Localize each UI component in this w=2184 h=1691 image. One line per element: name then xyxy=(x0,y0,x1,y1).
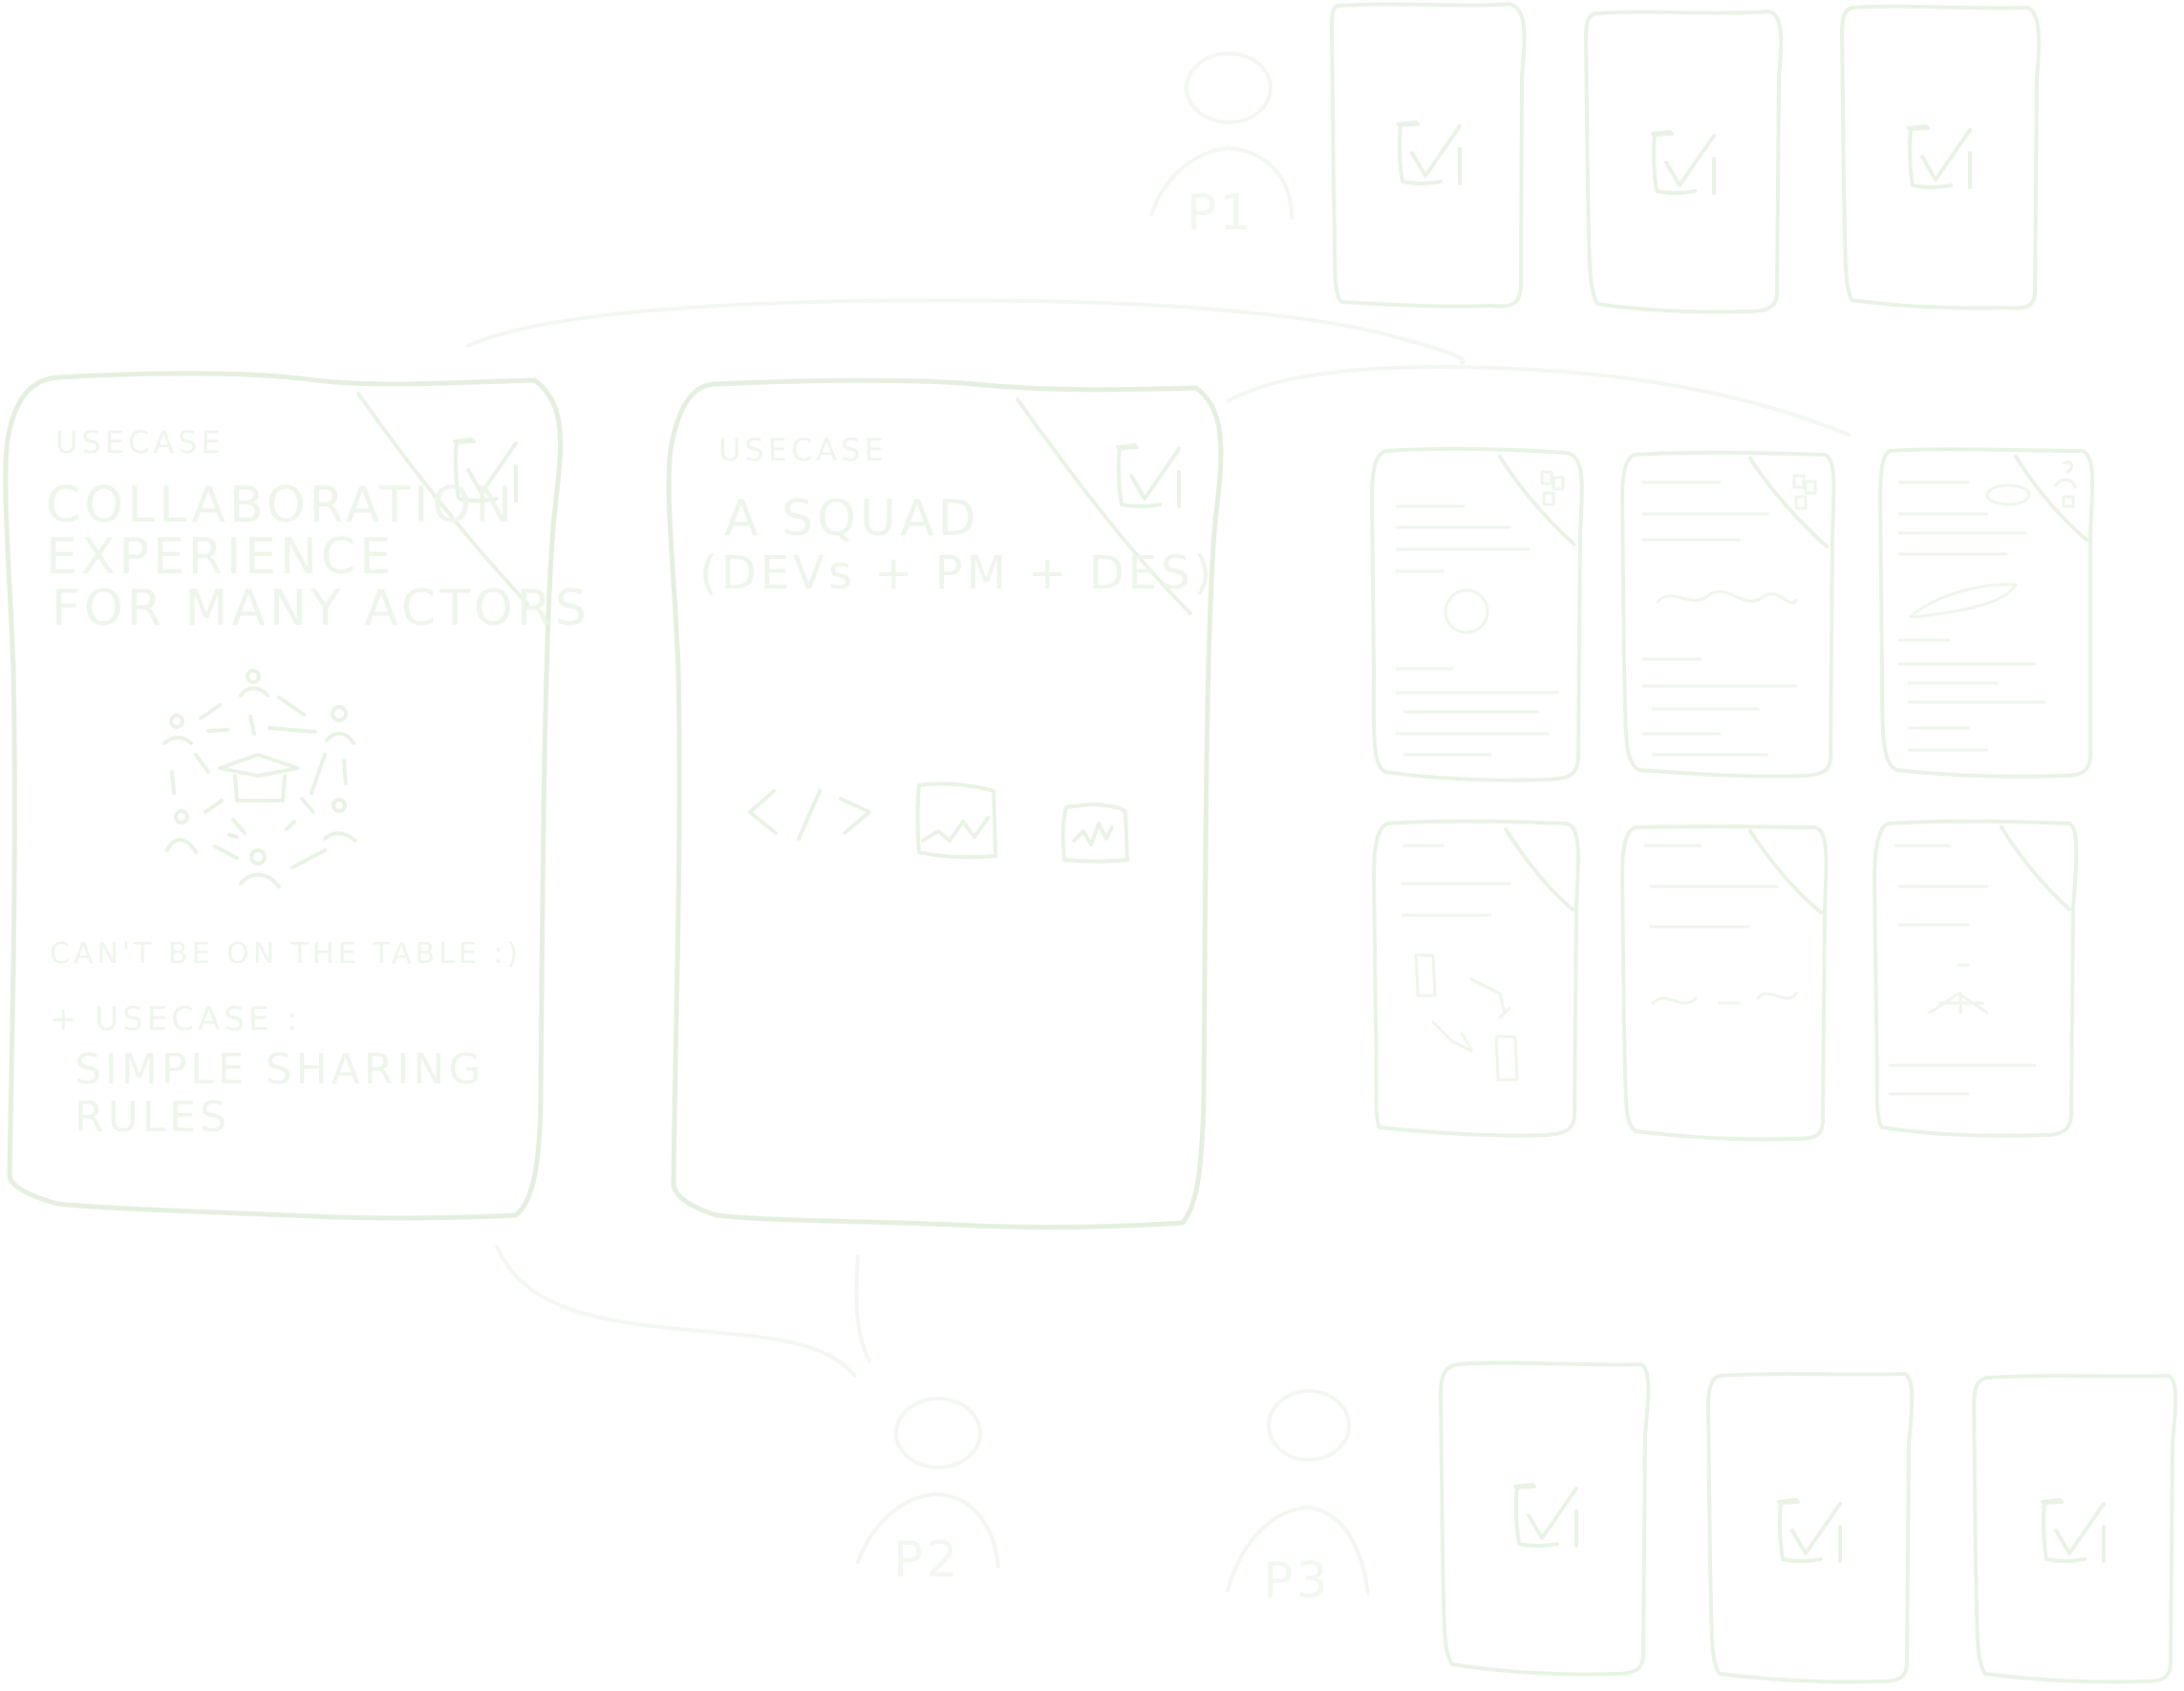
checkbox-icon xyxy=(2041,1498,2106,1563)
chart-icon xyxy=(915,781,997,860)
card-collaboration: USECASE COLLABORATION EXPERIENCE FOR MAN… xyxy=(3,371,590,1221)
card-text-scribble xyxy=(1897,481,2027,556)
card-text-scribble xyxy=(1401,844,1511,917)
card-mini-top-2 xyxy=(1584,10,1784,314)
card-outline xyxy=(1584,10,1784,314)
card-title-line-1: A SQUAD xyxy=(724,490,980,547)
card-detail-2 xyxy=(1620,450,1836,779)
checkbox-icon xyxy=(1116,443,1181,508)
card-title-line-2: (DEVs + PM + DES) xyxy=(699,546,1215,600)
connector-collab-to-p2 xyxy=(495,1245,857,1378)
card-outline xyxy=(1620,450,1836,779)
checkbox-icon xyxy=(1777,1498,1842,1563)
checkbox-icon xyxy=(1397,120,1462,185)
checkbox-icon xyxy=(1513,1483,1578,1548)
card-usecase-label: + USECASE : xyxy=(50,1000,302,1038)
card-scribble xyxy=(1414,953,1437,997)
persona-body xyxy=(1149,146,1294,220)
card-title-line-1: COLLABORATION xyxy=(46,477,516,534)
persona-p3: P3 xyxy=(1226,1389,1370,1610)
persona-p1: P1 xyxy=(1149,52,1294,242)
person-icon xyxy=(2054,460,2077,508)
card-outline xyxy=(1972,1374,2178,1684)
persona-label: P1 xyxy=(1187,184,1253,242)
card-corner-fold xyxy=(1016,397,1192,615)
card-detail-5 xyxy=(1620,824,1829,1142)
card-outline xyxy=(1330,2,1527,309)
card-squad: USECASE A SQUAD (DEVs + PM + DES) xyxy=(666,377,1224,1230)
card-subtitle-line-1: SIMPLE SHARING xyxy=(75,1045,484,1094)
card-outline xyxy=(1873,819,2079,1138)
card-outline xyxy=(3,371,563,1221)
card-scribble xyxy=(1494,1035,1519,1081)
card-eyebrow: USECASE xyxy=(718,432,888,468)
card-title-line-2: EXPERIENCE xyxy=(46,528,395,586)
card-detail-6 xyxy=(1873,819,2079,1138)
card-text-scribble xyxy=(1897,638,2046,752)
card-corner-fold xyxy=(2000,825,2071,911)
card-mini-bottom-3 xyxy=(1972,1374,2178,1684)
persona-body xyxy=(856,1492,1000,1569)
hand-icon xyxy=(1060,803,1129,864)
card-outline xyxy=(1878,447,2095,779)
card-text-scribble xyxy=(1888,1063,2037,1096)
card-corner-fold xyxy=(1504,827,1574,911)
card-outline xyxy=(1840,4,2042,310)
people-network-icon xyxy=(162,669,357,888)
card-outline xyxy=(1370,446,1584,782)
card-detail-4 xyxy=(1372,819,1580,1138)
network-icon xyxy=(1928,963,1989,1015)
arrow-icon xyxy=(1469,977,1511,1019)
card-mini-bottom-2 xyxy=(1706,1372,1915,1684)
card-outline xyxy=(1372,819,1580,1138)
persona-head xyxy=(1185,52,1273,124)
code-icon xyxy=(748,789,871,841)
card-mini-bottom-1 xyxy=(1439,1360,1651,1677)
card-title-line-3: FOR MANY ACTORS xyxy=(52,580,590,637)
flow-scribble xyxy=(1656,589,1798,605)
persona-label: P3 xyxy=(1263,1552,1330,1610)
card-text-scribble xyxy=(1641,657,1798,757)
checkbox-icon xyxy=(1651,130,1716,195)
gear-icon xyxy=(1444,589,1489,634)
card-outline xyxy=(1439,1360,1651,1677)
chart-icon xyxy=(1792,474,1817,510)
card-text-scribble xyxy=(1395,667,1559,757)
card-corner-fold xyxy=(2014,455,2088,542)
card-corner-fold xyxy=(1748,829,1823,914)
card-detail-1 xyxy=(1370,446,1584,782)
connector-squad-to-p2 xyxy=(854,1254,871,1363)
card-outline xyxy=(1706,1372,1915,1684)
card-text-scribble xyxy=(1395,504,1531,573)
persona-head xyxy=(894,1397,982,1469)
card-subtitle-line-2: RULES xyxy=(75,1093,230,1142)
card-mini-top-1 xyxy=(1330,2,1527,309)
card-text-scribble xyxy=(1643,844,1779,929)
card-note: CAN'T BE ON THE TABLE :) xyxy=(50,937,522,971)
chart-icon xyxy=(1540,470,1565,506)
card-outline xyxy=(666,377,1224,1230)
card-mini-top-3 xyxy=(1840,4,2042,310)
card-corner-fold xyxy=(1748,457,1829,548)
persona-body xyxy=(1226,1506,1370,1595)
persona-p2: P2 xyxy=(856,1397,1000,1589)
checkbox-icon xyxy=(453,438,518,503)
connector-p1-to-cards xyxy=(466,298,1466,365)
arrow-icon xyxy=(1431,1020,1473,1053)
checkbox-icon xyxy=(1907,124,1972,189)
connector-squad-to-cards xyxy=(1226,365,1851,437)
badge-icon xyxy=(1985,483,2031,506)
flow-scribble xyxy=(1651,992,1798,1005)
cloud-scribble xyxy=(1909,583,2018,619)
persona-label: P2 xyxy=(893,1531,960,1589)
card-text-scribble xyxy=(1894,844,1989,927)
card-corner-fold xyxy=(356,392,529,606)
card-text-scribble xyxy=(1641,481,1769,542)
card-outline xyxy=(1620,824,1829,1142)
persona-head xyxy=(1267,1389,1351,1462)
card-corner-fold xyxy=(1498,455,1576,546)
card-detail-3 xyxy=(1878,447,2095,779)
card-eyebrow: USECASE xyxy=(55,424,225,460)
